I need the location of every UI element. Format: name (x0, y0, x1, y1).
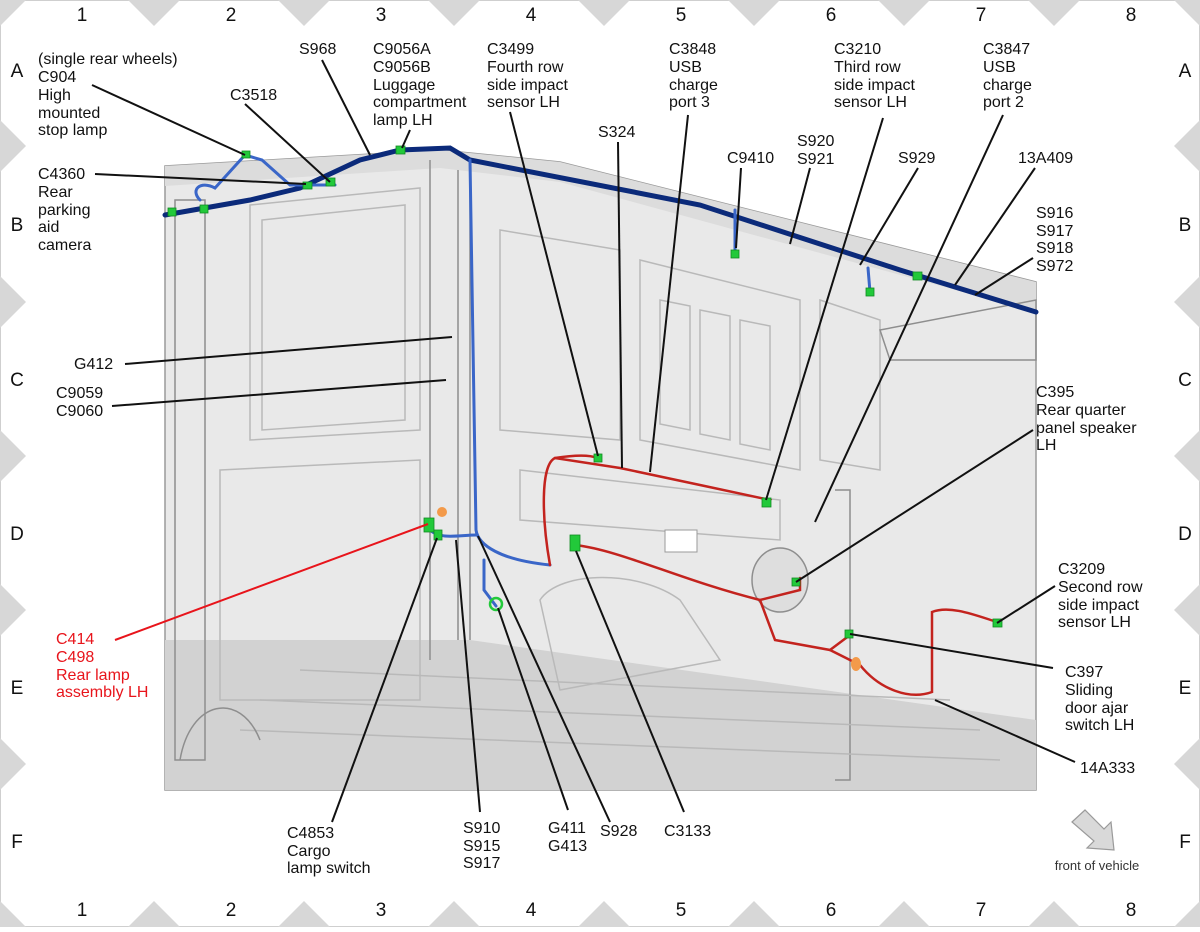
label-c3133: C3133 (664, 823, 711, 840)
grid-col-bottom: 5 (676, 900, 687, 921)
grid-row-left: C (10, 370, 24, 391)
label-c904: (single rear wheels) C904 High mounted s… (38, 51, 182, 139)
label-g412: G412 (74, 356, 113, 373)
label-13a409: 13A409 (1018, 150, 1073, 167)
label-c9059: C9059 C9060 (56, 385, 108, 420)
connector-rear-roof (167, 207, 177, 217)
harness-roof-rail (162, 145, 1039, 315)
label-s916: S916 S917 S918 S972 (1036, 205, 1078, 275)
grid-row-left: B (11, 215, 24, 236)
label-s324: S324 (598, 124, 635, 141)
connector-c4360 (302, 181, 313, 190)
label-c395: C395 Rear quarter panel speaker LH (1036, 384, 1141, 454)
callout-labels: (single rear wheels) C904 High mounted s… (38, 41, 1147, 877)
connector-c3133 (569, 534, 581, 552)
front-of-vehicle-label: front of vehicle (1055, 858, 1140, 873)
grid-col-top: 8 (1126, 5, 1137, 26)
grid-row-left: F (11, 832, 23, 853)
front-arrow-icon (1071, 809, 1115, 851)
grid-col-bottom: 6 (826, 900, 837, 921)
grid-col-bottom: 8 (1126, 900, 1137, 921)
connector-c4853 (433, 529, 443, 541)
label-c3847: C3847 USB charge port 2 (983, 41, 1036, 111)
label-c3499: C3499 Fourth row side impact sensor LH (487, 41, 572, 111)
grid-row-right: E (1179, 678, 1192, 699)
label-s929: S929 (898, 150, 935, 167)
label-s928: S928 (600, 823, 637, 840)
grid-col-bottom: 3 (376, 900, 387, 921)
grid-col-bottom: 7 (976, 900, 987, 921)
label-s968: S968 (299, 41, 336, 58)
grid-col-top: 3 (376, 5, 387, 26)
grid-row-left: E (11, 678, 24, 699)
grid-index-labels: 1 2 3 4 5 6 7 8 1 2 3 4 5 6 7 8 A B C D … (10, 5, 1192, 921)
connector-s929 (865, 287, 875, 297)
grid-col-top: 7 (976, 5, 987, 26)
label-c3518: C3518 (230, 87, 277, 104)
harness-camera-branch (194, 153, 337, 202)
connector-c498 (437, 507, 447, 517)
wiring-harness (162, 145, 1039, 696)
label-14a333: 14A333 (1080, 760, 1135, 777)
label-c414-highlighted: C414 C498 Rear lamp assembly LH (56, 631, 148, 701)
label-c397: C397 Sliding door ajar switch LH (1065, 664, 1134, 734)
connector-c3518 (325, 177, 336, 187)
label-c3210: C3210 Third row side impact sensor LH (834, 41, 919, 111)
label-s910: S910 S915 S917 (463, 820, 505, 872)
label-c3848: C3848 USB charge port 3 (669, 41, 722, 111)
grid-col-top: 1 (77, 5, 88, 26)
grid-row-right: F (1179, 832, 1191, 853)
harness-pillar (468, 158, 552, 567)
grid-row-right: A (1179, 61, 1192, 82)
label-c9056: C9056A C9056B Luggage compartment lamp L… (373, 41, 471, 129)
connector-c9056 (395, 145, 406, 155)
connector-c3847 (912, 271, 923, 281)
label-c4853: C4853 Cargo lamp switch (287, 825, 371, 877)
grid-row-right: C (1178, 370, 1192, 391)
grid-row-right: D (1178, 524, 1192, 545)
label-c9410: C9410 (727, 150, 774, 167)
label-c3209: C3209 Second row side impact sensor LH (1058, 561, 1147, 631)
harness-floor-red (758, 598, 999, 696)
connector-14a333-grommet (851, 657, 861, 671)
grid-col-bottom: 1 (77, 900, 88, 921)
harness-upper-red (542, 456, 773, 567)
grid-row-left: D (10, 524, 24, 545)
front-of-vehicle-indicator: front of vehicle (1055, 809, 1140, 873)
ground-g411-g413 (488, 596, 504, 612)
grid-col-bottom: 4 (526, 900, 537, 921)
grid-col-top: 2 (226, 5, 237, 26)
connector-c9410 (730, 249, 740, 259)
grid-col-top: 4 (526, 5, 537, 26)
label-s920: S920 S921 (797, 133, 839, 168)
grid-col-bottom: 2 (226, 900, 237, 921)
grid-col-top: 5 (676, 5, 687, 26)
leader-lines (91, 59, 1076, 823)
connector-camera-end (199, 204, 209, 214)
grid-row-right: B (1179, 215, 1192, 236)
vehicle-body-illustration (164, 149, 1037, 791)
label-c4360: C4360 Rear parking aid camera (38, 166, 95, 254)
label-g411: G411 G413 (548, 820, 590, 855)
grid-col-top: 6 (826, 5, 837, 26)
grid-row-left: A (11, 61, 24, 82)
